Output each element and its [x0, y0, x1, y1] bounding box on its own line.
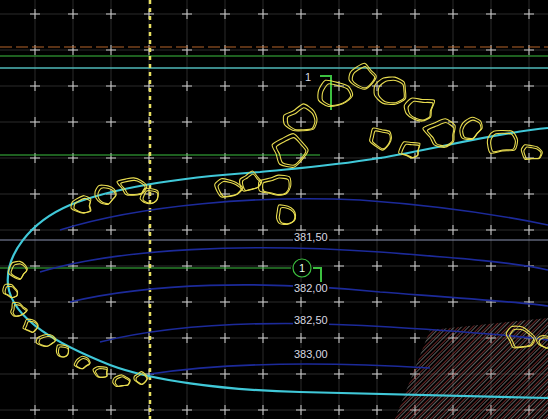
- grey-line: [0, 240, 548, 241]
- section-circle: 1: [292, 258, 312, 278]
- green-line: [0, 56, 548, 57]
- contour-elevation: 382,50: [293, 314, 329, 326]
- rock-outlines: [3, 63, 548, 386]
- shoreline: [8, 128, 548, 398]
- boundary-line: [0, 46, 548, 47]
- section-number: 1: [292, 258, 312, 274]
- section-mark: 1: [304, 71, 312, 83]
- contour-elevation: 383,00: [293, 348, 329, 360]
- contour-elevation: 382,00: [293, 282, 329, 294]
- green-line: [0, 155, 320, 156]
- contour-lines: [40, 199, 548, 374]
- contour-elevation: 381,50: [293, 231, 329, 243]
- section-line: [0, 268, 291, 269]
- cyan-line: [0, 67, 548, 68]
